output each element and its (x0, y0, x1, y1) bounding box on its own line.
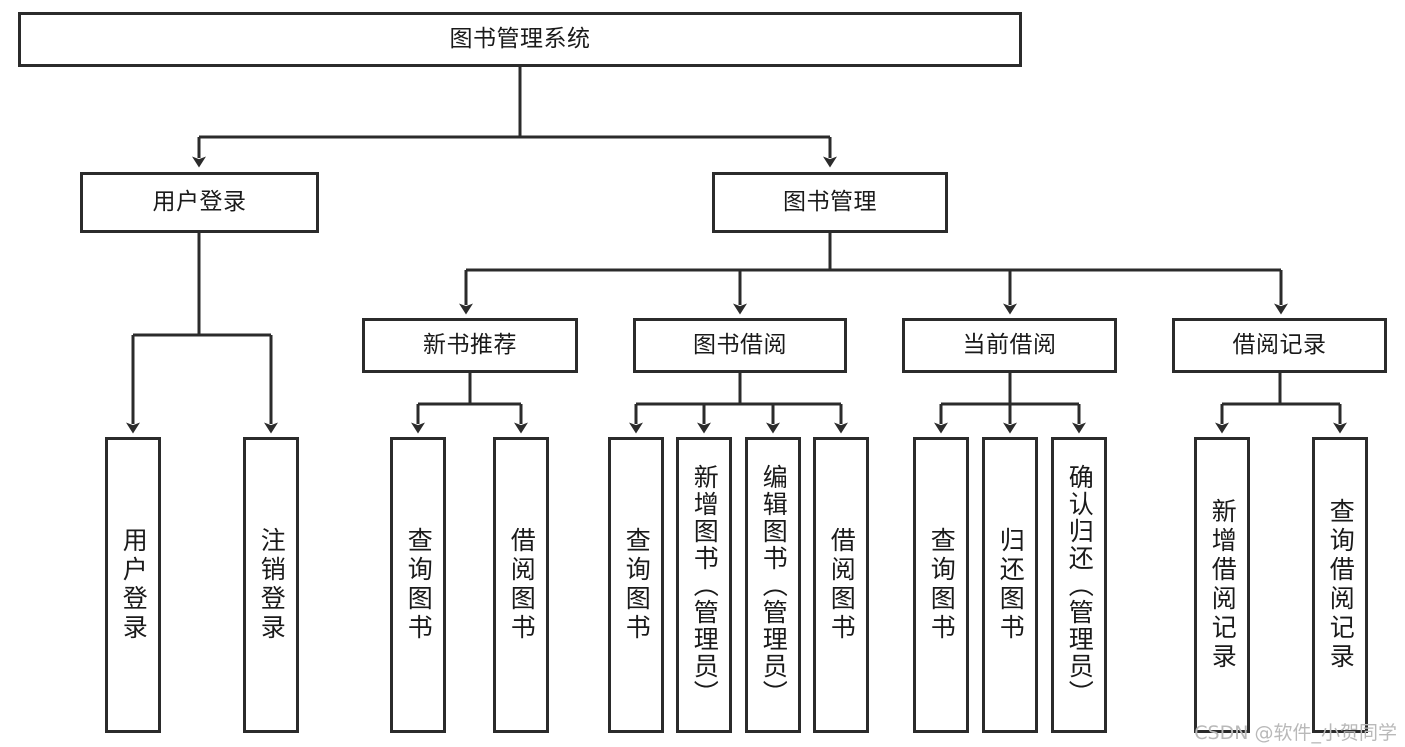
node-label: 新书推荐 (423, 331, 517, 358)
node-label: 借阅记录 (1232, 331, 1327, 358)
node-label: 确认归还（管理员） (1065, 463, 1095, 707)
watermark: CSDN @软件_小贺同学 (1194, 722, 1397, 744)
node-leaf-edit-book-admin[interactable]: 编辑图书（管理员） (745, 437, 801, 733)
node-label: 查询图书 (622, 527, 652, 643)
node-book-borrow[interactable]: 图书借阅 (633, 318, 847, 373)
node-new-book-recommend[interactable]: 新书推荐 (362, 318, 578, 373)
node-label: 注销登录 (257, 527, 287, 643)
node-user-login[interactable]: 用户登录 (80, 172, 319, 233)
node-leaf-return-book[interactable]: 归还图书 (982, 437, 1038, 733)
node-label: 查询图书 (927, 527, 957, 643)
node-leaf-confirm-return-admin[interactable]: 确认归还（管理员） (1051, 437, 1107, 733)
node-label: 图书管理 (783, 188, 877, 215)
node-borrow-record[interactable]: 借阅记录 (1172, 318, 1387, 373)
node-label: 用户登录 (119, 527, 149, 643)
node-label: 用户登录 (152, 188, 247, 215)
node-label: 借阅图书 (827, 527, 857, 643)
node-current-borrow[interactable]: 当前借阅 (902, 318, 1117, 373)
node-label: 借阅图书 (507, 527, 537, 643)
node-label: 当前借阅 (962, 331, 1057, 358)
node-label: 编辑图书（管理员） (759, 463, 789, 707)
node-leaf-query-book-current[interactable]: 查询图书 (913, 437, 969, 733)
node-leaf-add-borrow-record[interactable]: 新增借阅记录 (1194, 437, 1250, 733)
node-leaf-add-book-admin[interactable]: 新增图书（管理员） (676, 437, 732, 733)
node-leaf-user-login[interactable]: 用户登录 (105, 437, 161, 733)
node-leaf-query-borrow-record[interactable]: 查询借阅记录 (1312, 437, 1368, 733)
node-leaf-logout[interactable]: 注销登录 (243, 437, 299, 733)
node-label: 新增借阅记录 (1208, 498, 1238, 672)
node-label: 新增图书（管理员） (690, 463, 720, 707)
node-label: 图书管理系统 (449, 25, 591, 52)
node-book-management[interactable]: 图书管理 (712, 172, 948, 233)
node-leaf-query-book-recommend[interactable]: 查询图书 (390, 437, 446, 733)
node-label: 图书借阅 (693, 331, 787, 358)
node-root-system[interactable]: 图书管理系统 (18, 12, 1022, 67)
node-leaf-borrow-book[interactable]: 借阅图书 (813, 437, 869, 733)
node-label: 查询图书 (404, 527, 434, 643)
node-label: 归还图书 (996, 527, 1026, 643)
node-leaf-query-book-borrow[interactable]: 查询图书 (608, 437, 664, 733)
node-leaf-borrow-book-recommend[interactable]: 借阅图书 (493, 437, 549, 733)
node-label: 查询借阅记录 (1326, 498, 1356, 672)
